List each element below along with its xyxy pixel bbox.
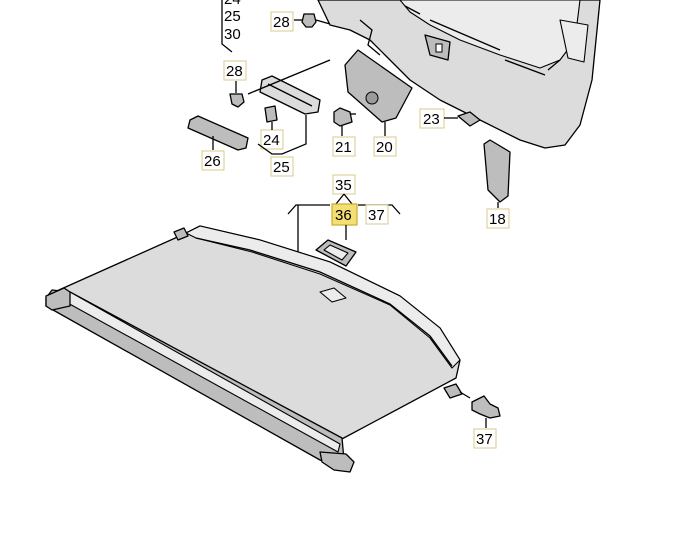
label-36[interactable]: 36 — [335, 207, 352, 224]
part-18-panel[interactable]: 18 — [483, 139, 511, 229]
callout-group-35: 35 36 37 — [287, 174, 401, 252]
part-26-grip[interactable]: 26 — [187, 115, 249, 171]
part-20-cover[interactable]: 20 — [344, 49, 413, 157]
label-25-top[interactable]: 25 — [224, 8, 241, 25]
part-28-screw-mid[interactable]: 28 — [223, 60, 247, 108]
part-25-bracket[interactable] — [247, 59, 331, 115]
label-18[interactable]: 18 — [489, 211, 506, 228]
label-28-top[interactable]: 28 — [273, 14, 290, 31]
label-25[interactable]: 25 — [273, 159, 290, 176]
highlight-box-36 — [331, 203, 358, 226]
part-21-clip[interactable]: 21 — [332, 107, 356, 157]
callout-group-top-left: 24 25 30 — [221, 0, 241, 53]
label-26[interactable]: 26 — [204, 153, 221, 170]
part-37-bracket[interactable]: 37 — [471, 395, 501, 449]
label-24-top[interactable]: 24 — [224, 0, 241, 8]
callout-25: 25 — [257, 115, 307, 177]
label-37-top[interactable]: 37 — [368, 207, 385, 224]
label-21[interactable]: 21 — [335, 139, 352, 156]
label-20[interactable]: 20 — [376, 139, 393, 156]
part-23-pad[interactable]: 23 — [419, 108, 481, 129]
label-35[interactable]: 35 — [335, 177, 352, 194]
label-23[interactable]: 23 — [423, 111, 440, 128]
part-24-clip[interactable]: 24 — [260, 105, 284, 150]
label-37-bottom[interactable]: 37 — [476, 431, 493, 448]
part-28-screw-top[interactable]: 28 — [270, 11, 331, 32]
label-28-mid[interactable]: 28 — [226, 63, 243, 80]
label-24[interactable]: 24 — [263, 132, 280, 149]
luggage-cover[interactable] — [45, 225, 471, 473]
part-36-handle[interactable] — [315, 239, 357, 267]
label-30[interactable]: 30 — [224, 26, 241, 43]
door-trim-panel — [317, 0, 601, 149]
